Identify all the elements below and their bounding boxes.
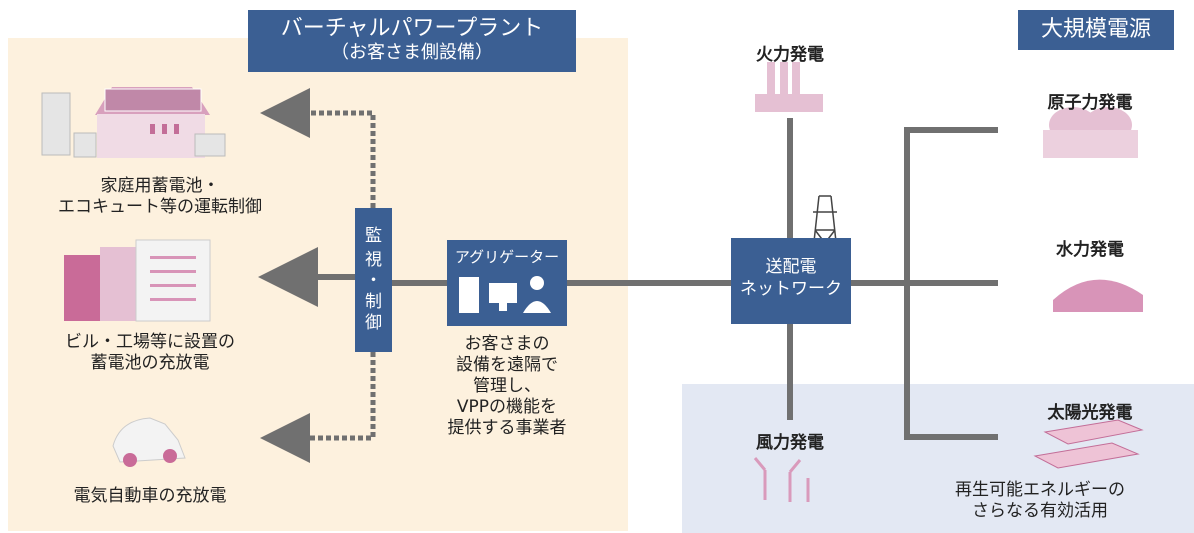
nuclear-plant-icon bbox=[1043, 107, 1138, 158]
arrow-ev bbox=[260, 352, 376, 463]
vpp-title: バーチャルパワープラント bbox=[280, 16, 544, 41]
thermal-label: 火力発電 bbox=[756, 45, 824, 65]
nuclear-label: 原子力発電 bbox=[1047, 93, 1133, 113]
building-battery-label: ビル・工場等に設置の 蓄電池の充放電 bbox=[65, 332, 235, 373]
hydro-dam-icon bbox=[1053, 279, 1143, 312]
aggregator-description: お客さまの 設備を遠隔で 管理し、 VPPの機能を 提供する事業者 bbox=[447, 334, 567, 438]
aggregator-box: アグリゲーター bbox=[447, 240, 567, 326]
ev-car-icon bbox=[112, 417, 186, 467]
arrow-home bbox=[260, 88, 376, 208]
vpp-subtitle: （お客さま側設備） bbox=[331, 42, 493, 63]
monitor-control-box: 監 視 ・ 制 御 bbox=[355, 208, 392, 352]
thermal-plant-icon bbox=[755, 62, 823, 112]
renewable-label: 再生可能エネルギーの さらなる有効活用 bbox=[955, 480, 1125, 521]
home-battery-label: 家庭用蓄電池・ エコキュート等の運転制御 bbox=[58, 176, 262, 217]
solar-label: 太陽光発電 bbox=[1047, 403, 1133, 423]
aggregator-title: アグリゲーター bbox=[454, 248, 560, 266]
large-plant-branch bbox=[904, 127, 998, 440]
building-icon bbox=[64, 239, 211, 322]
vpp-title-box: バーチャルパワープラント （お客さま側設備） bbox=[248, 10, 576, 72]
ev-label: 電気自動車の充放電 bbox=[73, 486, 227, 506]
large-scale-title: 大規模電源 bbox=[1018, 10, 1174, 50]
wind-label: 風力発電 bbox=[756, 433, 824, 453]
house-icon bbox=[41, 87, 226, 158]
grid-network-box: 送配電 ネットワーク bbox=[731, 238, 851, 324]
solar-panel-icon bbox=[1033, 419, 1144, 469]
wind-turbine-icon bbox=[753, 457, 810, 502]
aggregator-icon bbox=[459, 276, 551, 313]
hydro-label: 水力発電 bbox=[1056, 240, 1124, 260]
